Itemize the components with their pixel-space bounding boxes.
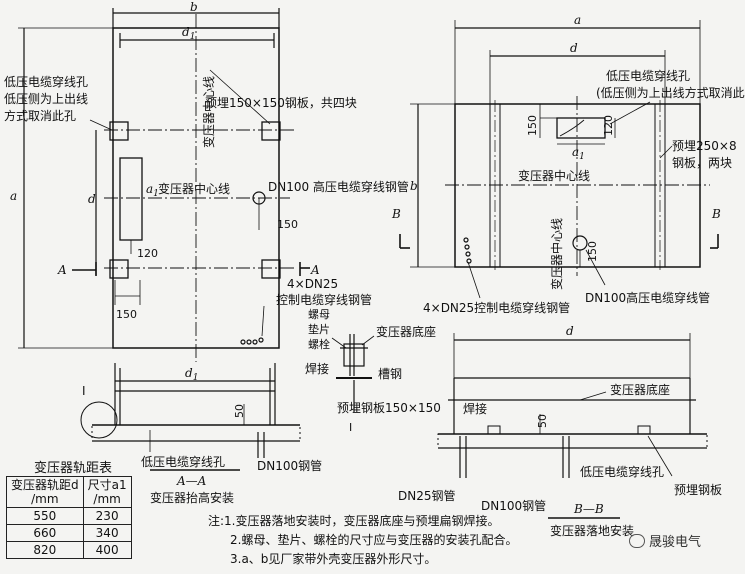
dim-a-label: a xyxy=(10,189,17,203)
table-row: 820 400 xyxy=(6,541,132,559)
dim-d1-label: d1 xyxy=(182,25,195,42)
watermark-text: 晟骏电气 xyxy=(649,535,702,550)
wechat-icon xyxy=(629,534,645,548)
aa-pipe-label: DN100钢管 xyxy=(257,458,322,473)
table-cell: 820 xyxy=(6,541,84,559)
table-row: 550 230 xyxy=(6,507,132,525)
dim-b-label: b xyxy=(190,0,198,14)
bb-weld: 焊接 xyxy=(463,401,487,416)
note-3: 3.a、b见厂家带外壳变压器外形尺寸。 xyxy=(230,552,437,566)
center-line-vertical-label: 变压器中心线 xyxy=(201,76,216,148)
rail-table-title: 变压器轨距表 xyxy=(34,461,113,476)
lv-hole-label-1: 低压电缆穿线孔 xyxy=(4,74,88,89)
control-pipe-label-2: 控制电缆穿线钢管 xyxy=(276,292,372,307)
rp-dim-d: d xyxy=(570,41,578,55)
aa-dim-50: 50 xyxy=(233,404,246,418)
dim-d-label: d xyxy=(88,192,96,206)
rp-center-v: 变压器中心线 xyxy=(549,218,564,290)
rp-center-h: 变压器中心线 xyxy=(518,168,590,183)
bb-dn25: DN25钢管 xyxy=(398,488,456,503)
aa-title: A—A xyxy=(176,474,207,488)
notes: 注:1.变压器落地安装时，变压器底座与预埋扁钢焊接。 2.螺母、垫片、螺栓的尺寸… xyxy=(208,512,517,569)
section-mark-a-left: A xyxy=(57,263,67,277)
bb-lv-hole: 低压电缆穿线孔 xyxy=(580,464,664,479)
dim-a1-label: a1 xyxy=(146,182,159,199)
note-2: 2.螺母、垫片、螺栓的尺寸应与变压器的安装孔配合。 xyxy=(230,533,518,547)
rp-dim-a: a xyxy=(574,13,581,27)
bolt-label: 螺栓 xyxy=(308,337,330,351)
detail-plate-label: 预埋钢板150×150 xyxy=(337,401,441,415)
rp-dim-150-bottom: 150 xyxy=(586,241,599,262)
rp-ctrl-pipe: 4×DN25控制电缆穿线钢管 xyxy=(423,300,570,315)
bb-title: B—B xyxy=(573,502,604,516)
rp-dim-150: 150 xyxy=(526,115,539,136)
section-mark-a-right: A xyxy=(310,263,320,277)
detail-mark: I xyxy=(349,421,352,434)
rp-lv-hole-1: 低压电缆穿线孔 xyxy=(606,68,690,83)
weld-label: 焊接 xyxy=(305,361,329,376)
hv-pipe-label: DN100 高压电缆穿线钢管 xyxy=(268,179,409,194)
lv-hole-label-3: 方式取消此孔 xyxy=(4,108,76,123)
dim-150-right: 150 xyxy=(277,218,298,231)
dim-120: 120 xyxy=(137,247,158,260)
lv-hole-label-2: 低压侧为上出线 xyxy=(4,92,88,106)
rp-plate-2: 钢板，两块 xyxy=(672,156,732,170)
bb-dn100: DN100钢管 xyxy=(481,498,546,513)
embedded-plate-label: 预埋150×150钢板，共四块 xyxy=(205,96,357,110)
table-header-gauge: 变压器轨距d /mm xyxy=(6,476,84,508)
table-cell: 550 xyxy=(6,507,84,525)
aa-subtitle: 变压器抬高安装 xyxy=(150,490,234,505)
bb-dim-50: 50 xyxy=(536,414,549,428)
table-cell: 340 xyxy=(82,524,132,542)
bb-plate: 预埋钢板 xyxy=(674,483,722,497)
nut-label: 螺母 xyxy=(308,308,330,321)
aa-lv-hole-label: 低压电缆穿线孔 xyxy=(141,454,225,469)
note-1: 注:1.变压器落地安装时，变压器底座与预埋扁钢焊接。 xyxy=(208,514,500,528)
rp-section-b-right: B xyxy=(711,207,721,221)
bb-base: 变压器底座 xyxy=(610,382,670,397)
rp-hv-pipe: DN100高压电缆穿线管 xyxy=(585,290,710,305)
rp-lv-hole-2: (低压侧为上出线方式取消此孔) xyxy=(596,85,745,100)
table-cell: 660 xyxy=(6,524,84,542)
rp-dim-120: 120 xyxy=(602,115,615,136)
aa-dim-d1: d1 xyxy=(185,366,198,383)
bb-dim-d: d xyxy=(566,324,574,338)
dim-150-bottom: 150 xyxy=(116,308,137,321)
center-line-horizontal-label: 变压器中心线 xyxy=(158,181,230,196)
channel-label: 槽钢 xyxy=(378,367,402,381)
rp-dim-b: b xyxy=(410,179,418,193)
aa-mark-i: I xyxy=(82,384,86,398)
table-header-a1: 尺寸a1 /mm xyxy=(82,476,132,508)
bb-subtitle: 变压器落地安装 xyxy=(550,523,634,538)
table-row: 660 340 xyxy=(6,524,132,542)
control-pipe-label-1: 4×DN25 xyxy=(287,277,338,291)
base-label: 变压器底座 xyxy=(376,324,436,339)
rail-gauge-table: 变压器轨距d /mm 尺寸a1 /mm 550 230 660 340 820 … xyxy=(6,476,132,559)
rp-section-b-left: B xyxy=(391,207,401,221)
rp-plate-1: 预埋250×8 xyxy=(672,139,737,153)
watermark: 晟骏电气 xyxy=(629,531,701,550)
table-cell: 230 xyxy=(82,507,132,525)
washer-label: 垫片 xyxy=(308,322,330,336)
table-cell: 400 xyxy=(82,541,132,559)
rp-dim-a1: a1 xyxy=(572,145,585,162)
